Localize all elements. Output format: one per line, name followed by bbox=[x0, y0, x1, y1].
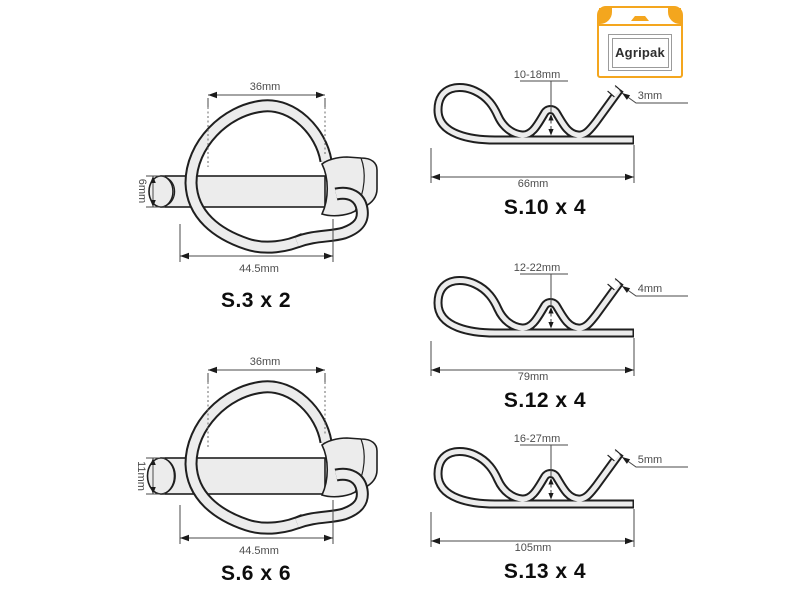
dimension-loop-width bbox=[207, 366, 326, 448]
package-hang-header bbox=[599, 8, 681, 26]
package-corner-left bbox=[599, 8, 612, 24]
lynch-pin-2-size-label: S.6 x 6 bbox=[220, 562, 292, 585]
lynch-pin-2-loop-width-text: 36mm bbox=[249, 356, 281, 368]
r-clip-3-wire-diameter-text: 5mm bbox=[637, 454, 663, 466]
pin-shaft bbox=[146, 457, 326, 495]
dimension-pin-diameter bbox=[146, 457, 165, 495]
r-clip-2-length-text: 79mm bbox=[517, 371, 549, 383]
r-clip-1-size-label: S.10 x 4 bbox=[503, 196, 587, 219]
pin-shaft bbox=[148, 175, 326, 208]
r-clip-1-grip-range-text: 10-18mm bbox=[513, 69, 561, 81]
dimension-overall-length bbox=[179, 500, 334, 544]
lynch-pin-2-diameter-text: 11mm bbox=[135, 461, 147, 491]
agripak-package-logo: Agripak bbox=[597, 6, 683, 78]
lynch-pin-1-loop-width-text: 36mm bbox=[249, 81, 281, 93]
package-label-frame: Agripak bbox=[608, 34, 672, 71]
lynch-pin-2-length-text: 44.5mm bbox=[239, 545, 279, 557]
brand-name: Agripak bbox=[615, 45, 665, 60]
lynch-pin-1-size-label: S.3 x 2 bbox=[220, 289, 292, 312]
lynch-pin-s6-drawing bbox=[146, 366, 390, 544]
r-clip-2-size-label: S.12 x 4 bbox=[503, 389, 587, 412]
package-label-inner-frame: Agripak bbox=[611, 37, 669, 68]
r-clip-2-grip-range-text: 12-22mm bbox=[513, 262, 561, 274]
dimension-pin-diameter bbox=[146, 175, 165, 208]
lynch-pin-1-diameter-text: 6mm bbox=[136, 178, 148, 204]
r-clip-s10-drawing bbox=[420, 62, 692, 194]
r-clip-s13-drawing bbox=[420, 426, 692, 558]
dimension-loop-width bbox=[207, 91, 326, 167]
package-hang-slot bbox=[631, 16, 649, 21]
r-clip-3-length-text: 105mm bbox=[514, 542, 552, 554]
r-clip-1-wire-diameter-text: 3mm bbox=[637, 90, 663, 102]
r-clip-1-length-text: 66mm bbox=[517, 178, 549, 190]
lynch-pin-s3-drawing bbox=[146, 91, 390, 262]
r-clip-s12-drawing bbox=[420, 255, 692, 387]
dimension-overall-length bbox=[179, 219, 334, 262]
r-clip-2-wire-diameter-text: 4mm bbox=[637, 283, 663, 295]
r-clip-3-grip-range-text: 16-27mm bbox=[513, 433, 561, 445]
lynch-pin-1-length-text: 44.5mm bbox=[239, 263, 279, 275]
package-corner-right bbox=[668, 8, 681, 24]
r-clip-3-size-label: S.13 x 4 bbox=[503, 560, 587, 583]
